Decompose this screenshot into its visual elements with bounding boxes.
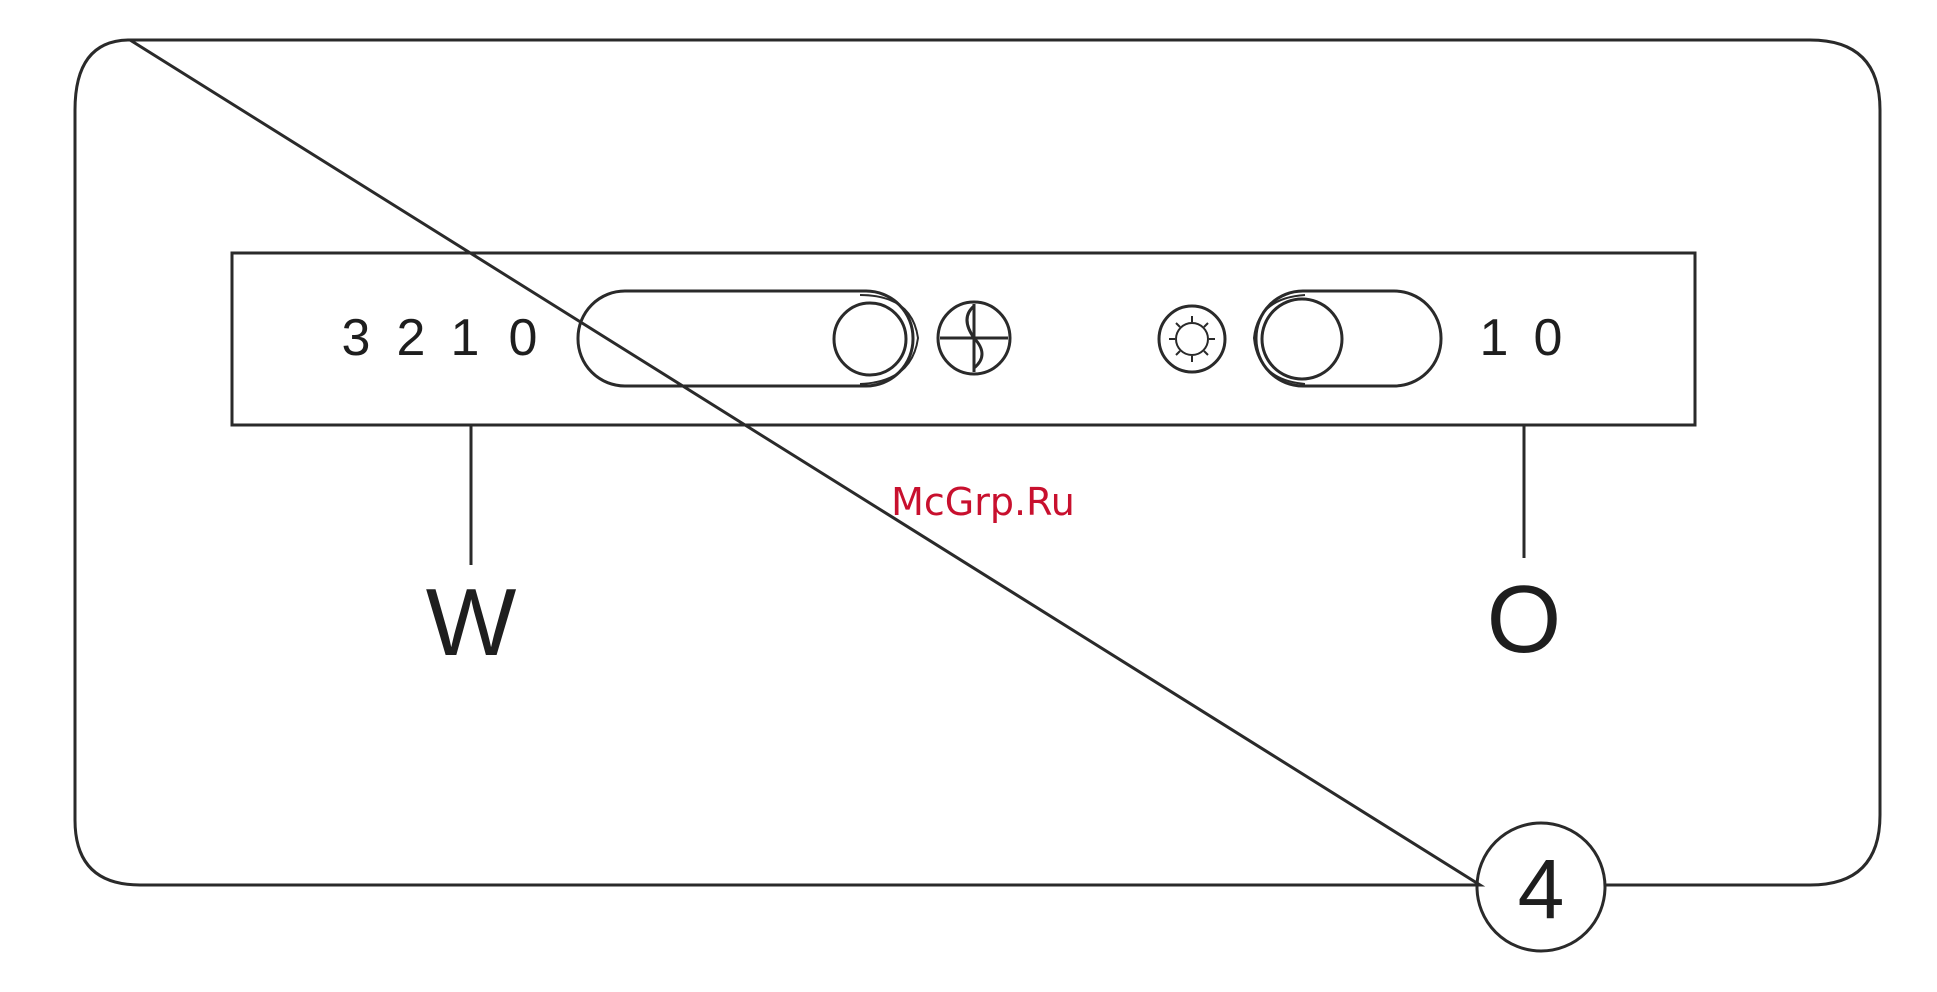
light-scale: 1 0 — [1480, 309, 1563, 367]
watermark: McGrp.Ru — [891, 480, 1075, 524]
outer-frame — [75, 40, 1880, 885]
light-slider-knob[interactable] — [1262, 299, 1342, 379]
fan-scale-0: 0 — [509, 309, 538, 367]
fan-speed-scale: 3 2 1 0 — [342, 309, 538, 367]
fan-scale-2: 2 — [397, 309, 426, 367]
fan-icon — [938, 302, 1010, 374]
fan-scale-3: 3 — [342, 309, 371, 367]
fan-switch-callout-label: W — [426, 569, 517, 676]
light-bulb-icon — [1159, 306, 1225, 372]
light-scale-1: 1 — [1480, 309, 1509, 367]
figure-number: 4 — [1518, 842, 1565, 936]
fan-slider-knob[interactable] — [834, 303, 906, 375]
light-slider[interactable] — [1254, 291, 1441, 386]
fan-speed-slider[interactable] — [578, 291, 918, 386]
light-switch-callout-label: O — [1487, 566, 1562, 673]
light-scale-0: 0 — [1534, 309, 1563, 367]
fan-scale-1: 1 — [451, 309, 480, 367]
light-slider-track — [1256, 291, 1441, 386]
figure-number-badge: 4 — [1477, 823, 1605, 951]
